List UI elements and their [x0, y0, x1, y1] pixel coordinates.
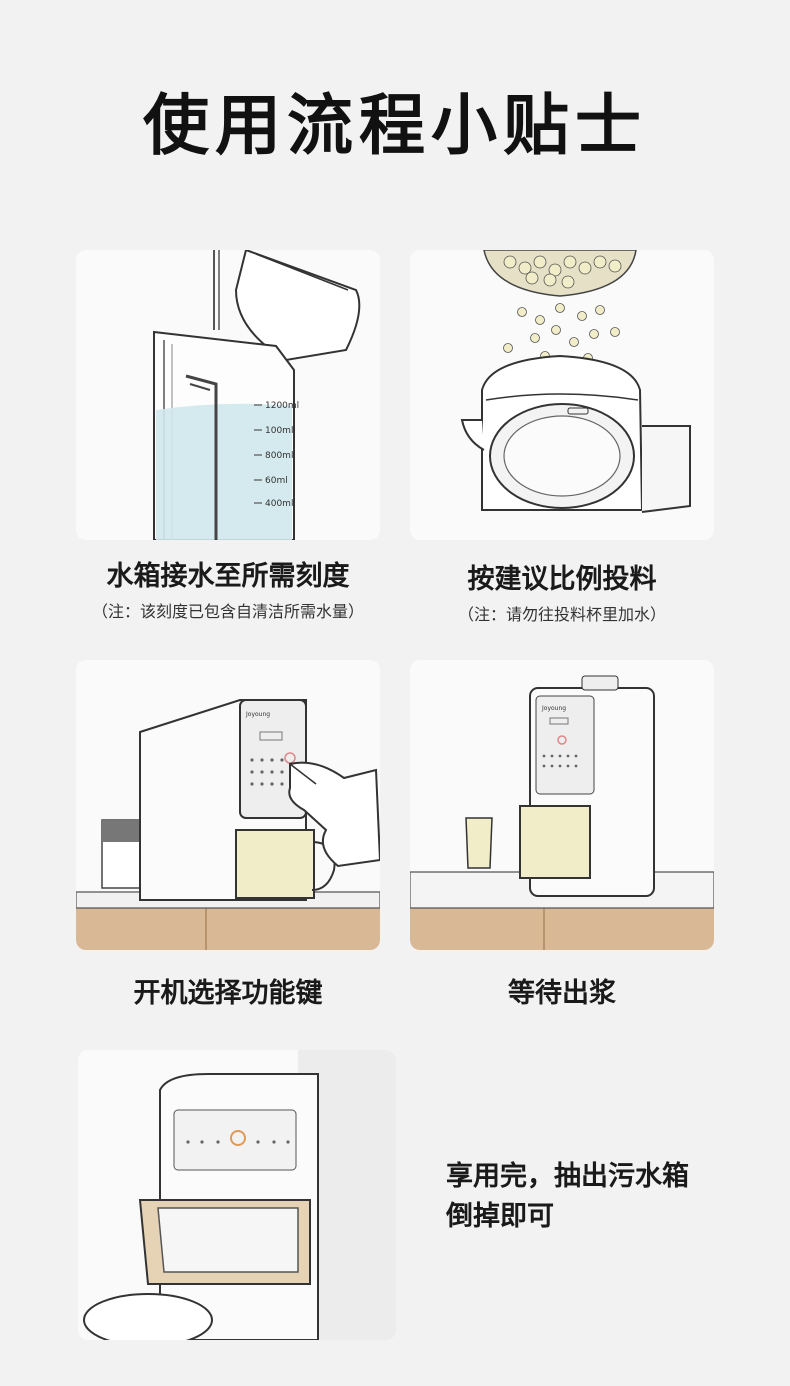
svg-text:Joyoung: Joyoung: [541, 705, 566, 712]
step-2-illustration: [410, 250, 714, 540]
scale-mark-60: 60ml: [265, 476, 288, 486]
step-5-title-line1: 享用完，抽出污水箱: [446, 1161, 689, 1192]
step-4-title: 等待出浆: [508, 978, 616, 1009]
step-3-title: 开机选择功能键: [133, 978, 323, 1009]
step-1-title: 水箱接水至所需刻度: [106, 561, 350, 592]
step-5-title-line2: 倒掉即可: [446, 1201, 554, 1232]
scale-mark-400: 400ml: [265, 499, 293, 509]
step-1-illustration: 1200ml 100ml 800ml 60ml 400ml: [76, 250, 380, 540]
step-2-title: 按建议比例投料: [467, 564, 657, 595]
step-4-illustration: Joyoung: [410, 660, 714, 950]
scale-mark-1200: 1200ml: [265, 401, 299, 411]
step-3-illustration: Joyoung: [76, 660, 380, 950]
step-5-illustration: [78, 1050, 396, 1340]
step-2-note: （注：请勿往投料杯里加水）: [457, 605, 666, 624]
scale-mark-800: 800ml: [265, 451, 293, 461]
scale-mark-100: 100ml: [265, 426, 293, 436]
step-1-note: （注：该刻度已包含自清洁所需水量）: [91, 602, 364, 621]
svg-text:Joyoung: Joyoung: [245, 711, 270, 718]
page-title: 使用流程小贴士: [143, 87, 647, 164]
